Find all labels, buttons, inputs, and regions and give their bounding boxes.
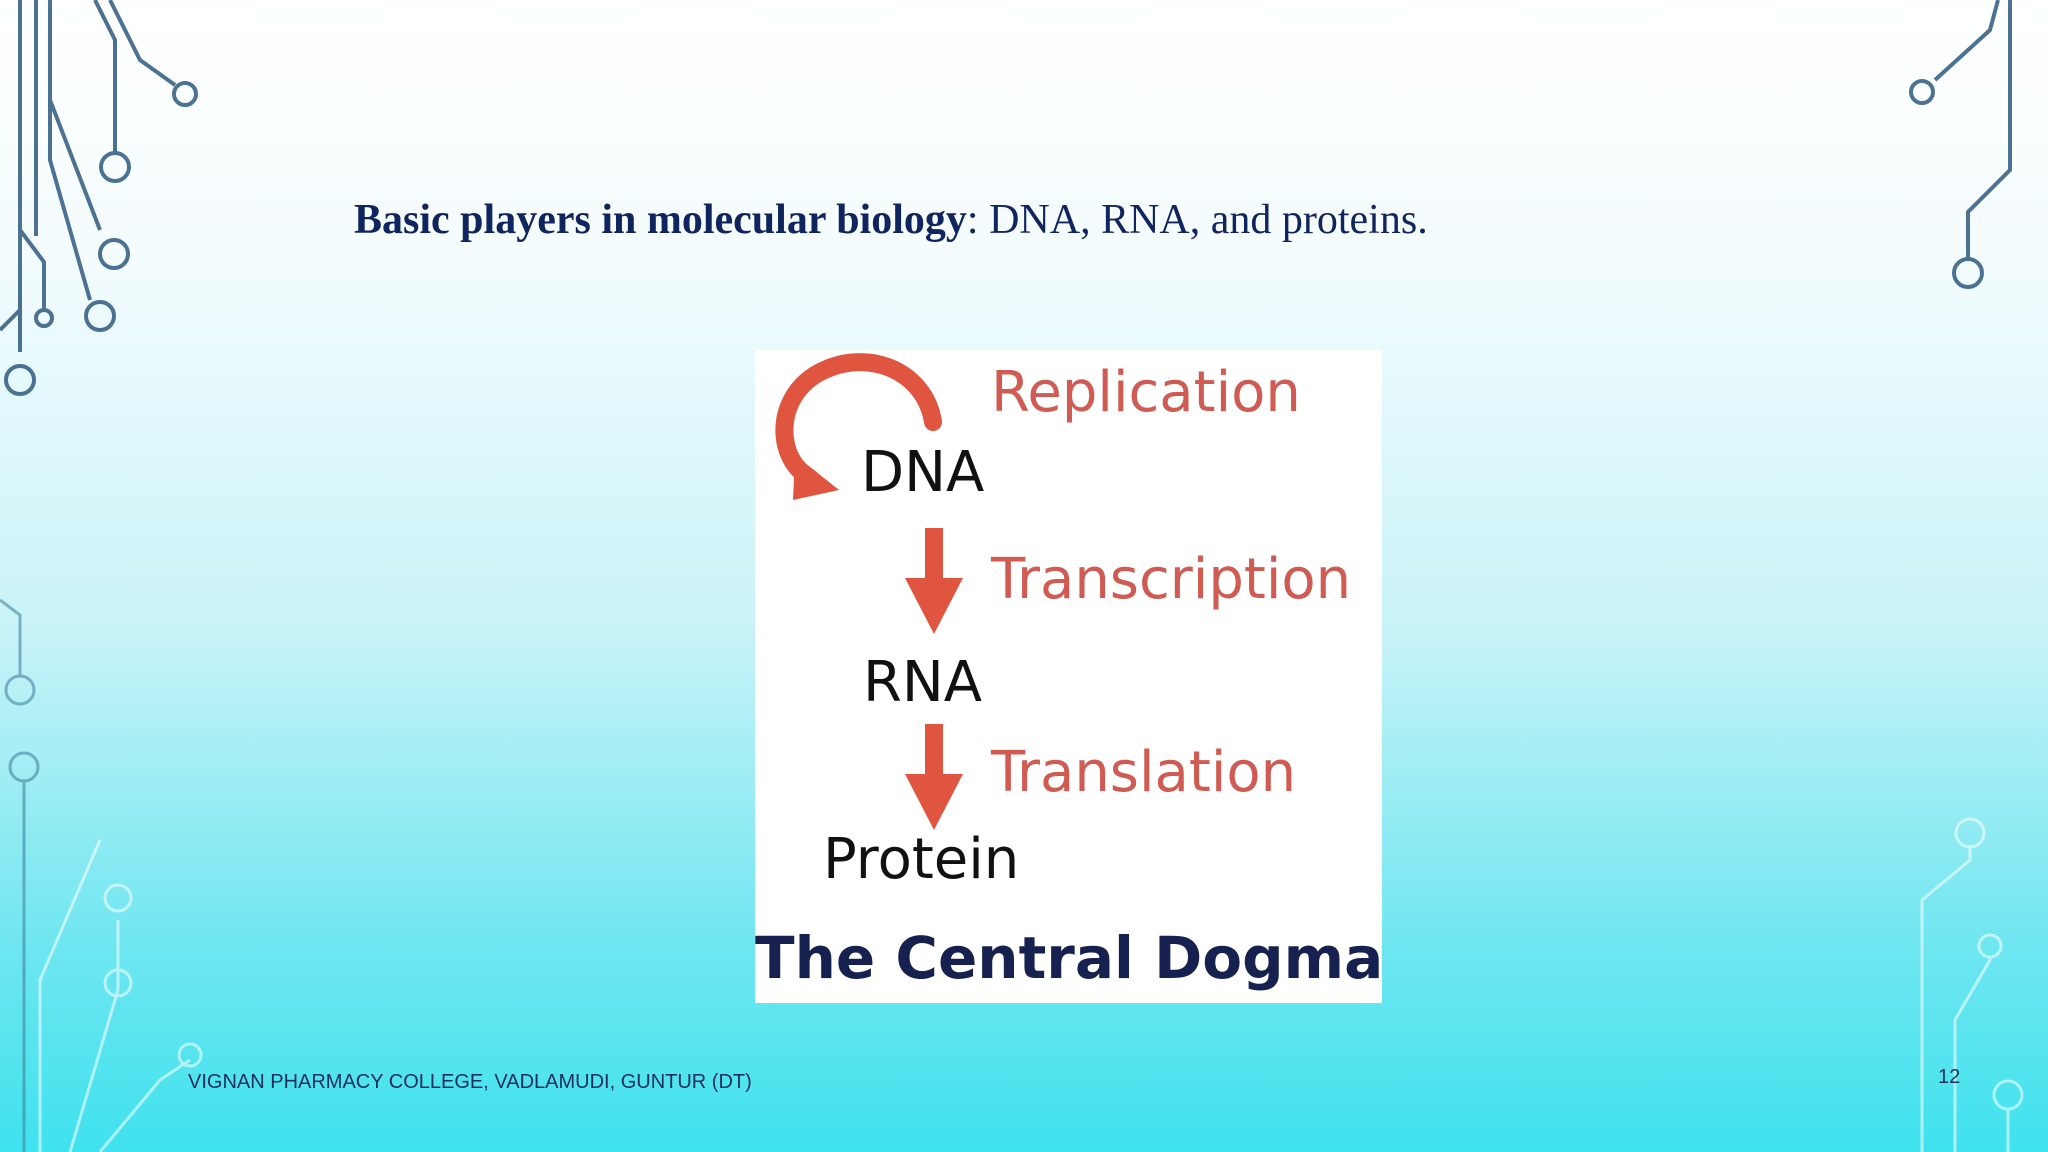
translation-arrow-shaft xyxy=(925,724,943,776)
protein-label: Protein xyxy=(823,827,1020,892)
footer-text: VIGNAN PHARMACY COLLEGE, VADLAMUDI, GUNT… xyxy=(188,1071,752,1093)
translation-arrow-head-icon xyxy=(905,774,963,830)
replication-label: Replication xyxy=(991,360,1301,425)
transcription-arrow-shaft xyxy=(925,528,943,580)
figure-caption: The Central Dogma xyxy=(755,924,1384,992)
rna-label: RNA xyxy=(863,650,983,715)
translation-label: Translation xyxy=(991,740,1297,805)
page-number: 12 xyxy=(1938,1066,1961,1088)
transcription-label: Transcription xyxy=(991,547,1352,612)
transcription-arrow-head-icon xyxy=(905,578,963,634)
central-dogma-figure: Replication DNA Transcription RNA Transl… xyxy=(755,350,1384,1003)
dna-label: DNA xyxy=(861,440,985,505)
replication-arrow-icon xyxy=(775,353,942,487)
replication-arrowhead-icon xyxy=(793,455,839,500)
slide-title-rest: : DNA, RNA, and proteins. xyxy=(966,197,1428,243)
slide-title-bold: Basic players in molecular biology xyxy=(354,197,967,243)
slide-title: Basic players in molecular biology: DNA,… xyxy=(354,196,1854,244)
central-dogma-arrows xyxy=(775,353,963,830)
